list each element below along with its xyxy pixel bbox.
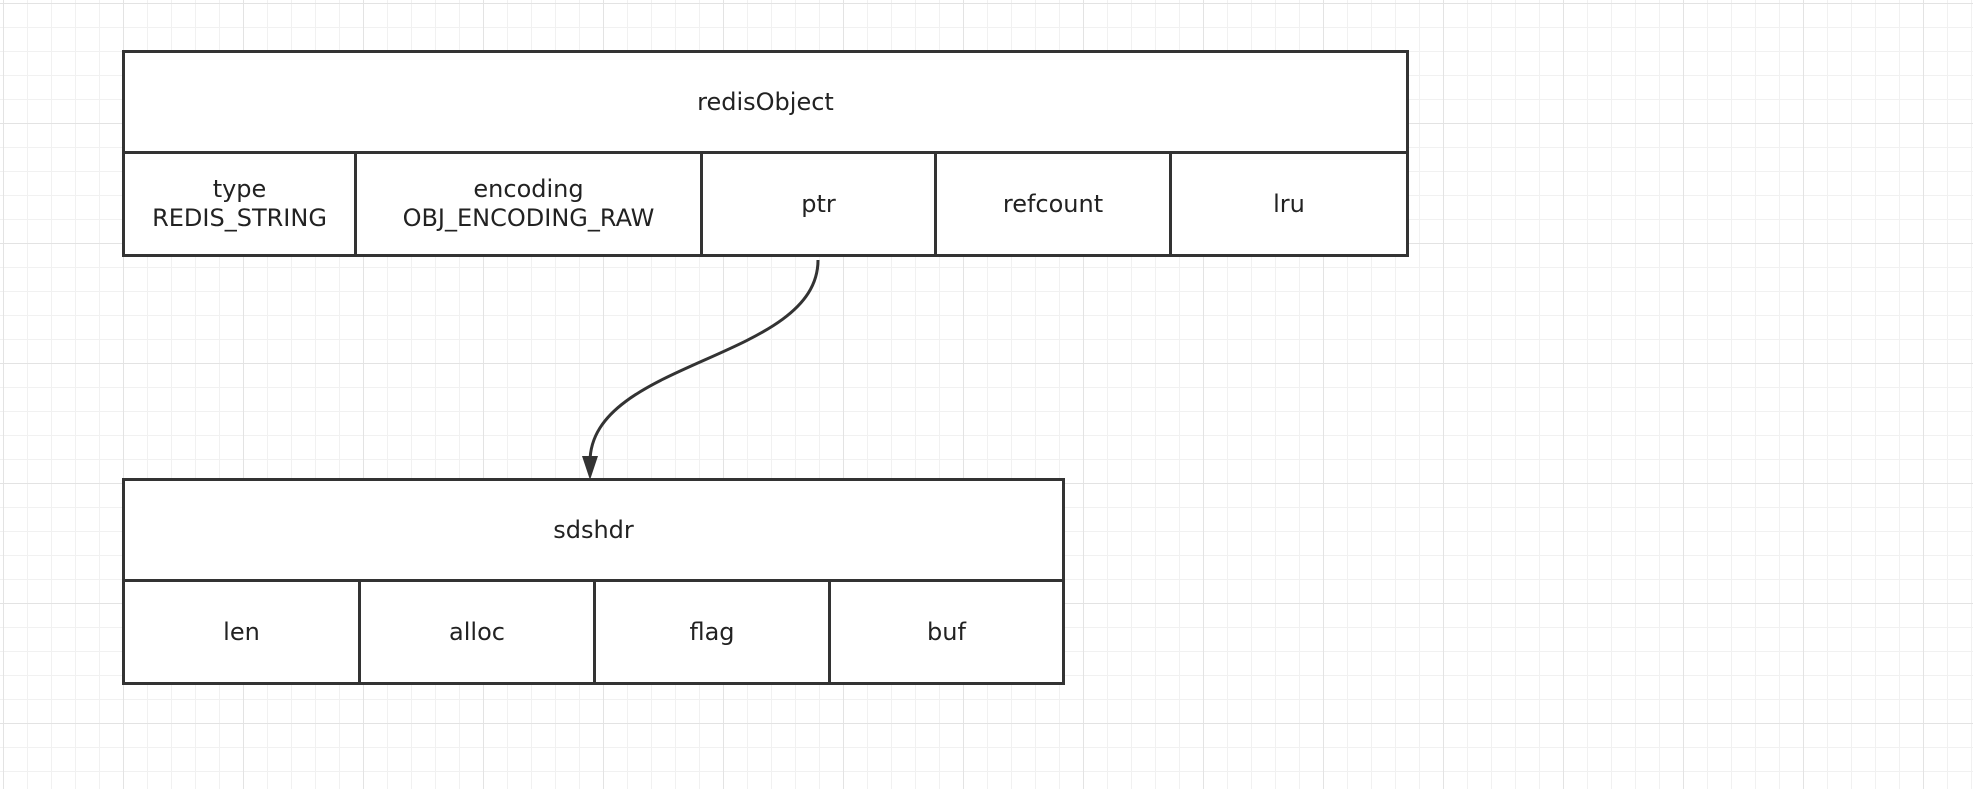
field-encoding-label: encoding	[473, 175, 584, 203]
field-encoding: encoding OBJ_ENCODING_RAW	[354, 151, 703, 257]
field-ptr: ptr	[700, 151, 937, 257]
connector-curve	[588, 259, 820, 463]
sdshdr-title: sdshdr	[122, 478, 1065, 582]
field-refcount: refcount	[934, 151, 1172, 257]
redis-object-struct: redisObject type REDIS_STRING encoding O…	[122, 50, 1409, 257]
redis-object-title: redisObject	[122, 50, 1409, 154]
field-flag: flag	[593, 579, 831, 685]
field-type: type REDIS_STRING	[122, 151, 357, 257]
field-type-label: type	[212, 175, 267, 203]
field-alloc: alloc	[358, 579, 596, 685]
field-buf: buf	[828, 579, 1065, 685]
field-type-value: REDIS_STRING	[152, 204, 327, 232]
arrow-head-icon	[582, 456, 598, 480]
field-lru: lru	[1169, 151, 1409, 257]
sdshdr-struct: sdshdr len alloc flag buf	[122, 478, 1065, 685]
field-len: len	[122, 579, 361, 685]
field-encoding-value: OBJ_ENCODING_RAW	[402, 204, 655, 232]
